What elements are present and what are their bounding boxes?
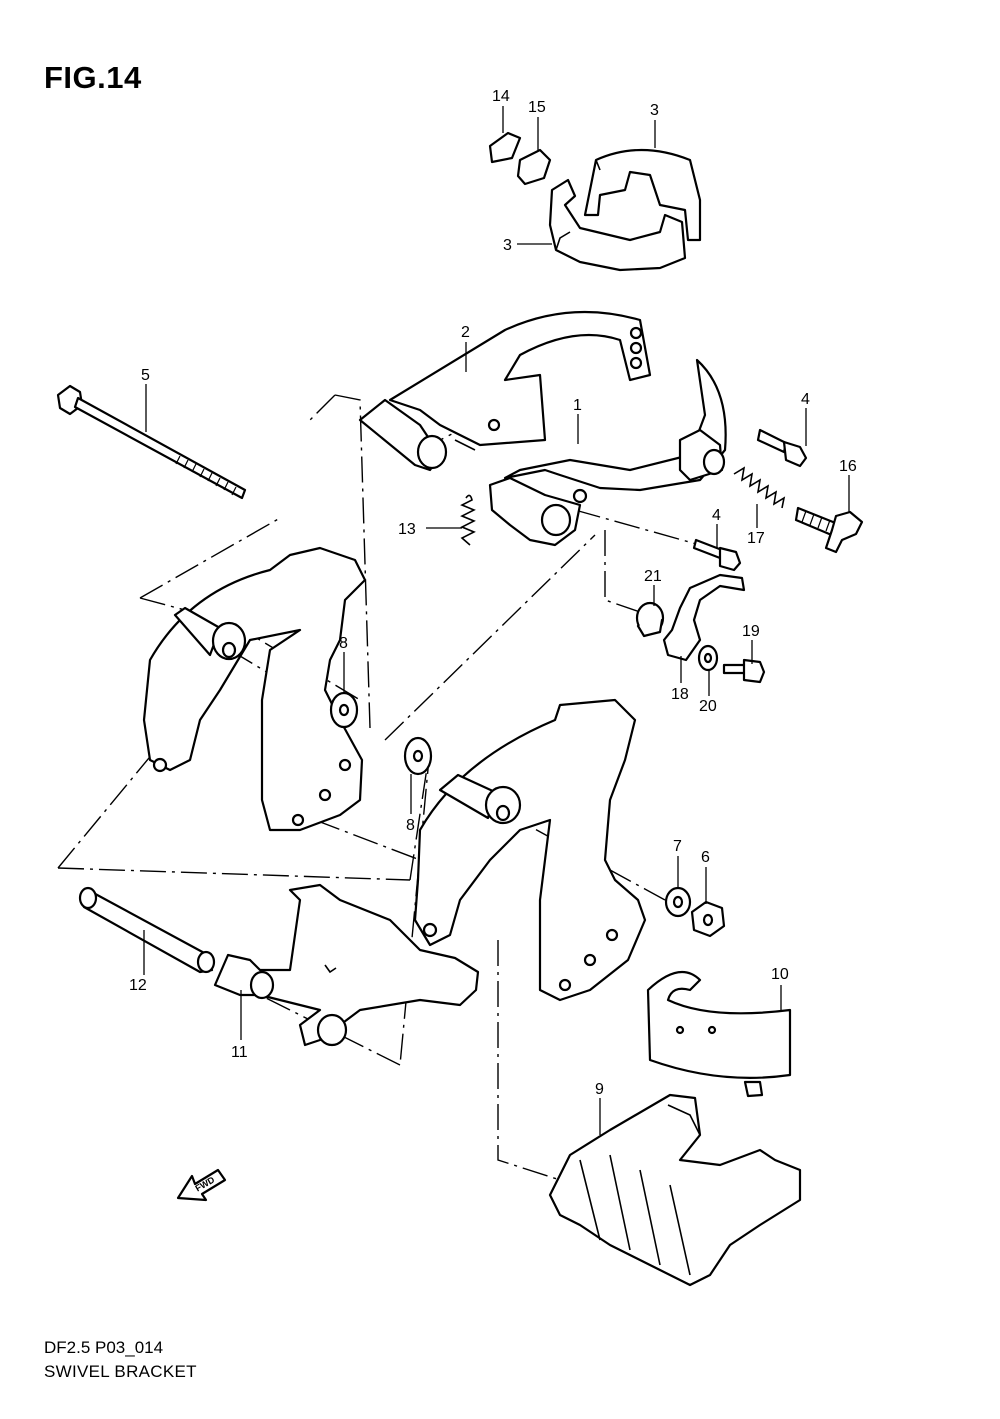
callout-6: 6	[701, 849, 710, 866]
part-20-washer	[697, 644, 719, 672]
callout-labels: 14 15 3 3 2 5 1 4 16 13 4 17 21 19 8 18 …	[129, 88, 857, 1098]
part-8-washer-left	[329, 691, 359, 729]
callout-4-upper: 4	[801, 391, 810, 408]
part-4-bolt-upper	[756, 428, 808, 468]
callout-20: 20	[699, 698, 717, 715]
right-clamp-bracket	[413, 698, 647, 1002]
part-18-lever	[662, 573, 746, 662]
left-clamp-bracket	[142, 546, 367, 832]
part-14-pad	[488, 131, 522, 164]
part-5-long-bolt	[56, 384, 247, 500]
part-16-wing-bolt	[794, 506, 864, 554]
leader-lines	[143, 106, 850, 1135]
callout-16: 16	[839, 458, 857, 475]
callout-2: 2	[461, 324, 470, 341]
fwd-arrow-icon: FWD	[176, 1168, 227, 1202]
part-1-steering-bracket	[488, 358, 727, 547]
callout-9: 9	[595, 1081, 604, 1098]
callout-7: 7	[673, 838, 682, 855]
part-10-cover	[646, 970, 792, 1098]
part-3-clamp-liner	[548, 148, 702, 272]
figure-caption: SWIVEL BRACKET	[44, 1362, 197, 1381]
callout-3-top: 3	[650, 102, 659, 119]
callout-21: 21	[644, 568, 662, 585]
callout-19: 19	[742, 623, 760, 640]
part-15-pad	[516, 148, 552, 186]
drawing-code: DF2.5 P03_014	[44, 1338, 164, 1357]
callout-15: 15	[528, 99, 546, 116]
callout-5: 5	[141, 367, 150, 384]
callout-1: 1	[573, 397, 582, 414]
part-8-washer-right	[403, 736, 433, 776]
part-4-bolt-lower	[692, 538, 742, 572]
part-6-nut	[690, 900, 726, 938]
part-7-washer	[664, 886, 692, 918]
assembly-lines	[57, 394, 701, 1181]
callout-17: 17	[747, 530, 765, 547]
figure-title: FIG.14	[44, 60, 142, 95]
part-19-bolt	[722, 658, 766, 684]
part-2-upper-bracket	[358, 310, 652, 472]
part-9-clamp-base	[548, 1093, 802, 1287]
callout-8-right: 8	[406, 817, 415, 834]
callout-13: 13	[398, 521, 416, 538]
callout-10: 10	[771, 966, 789, 983]
part-13-spring	[460, 494, 476, 546]
callout-11: 11	[231, 1044, 248, 1061]
part-17-spring	[733, 466, 786, 509]
callout-4-lower: 4	[712, 507, 721, 524]
callout-12: 12	[129, 977, 147, 994]
part-21-bushing	[635, 601, 665, 638]
part-12-pin	[78, 886, 216, 974]
callout-3-left: 3	[503, 237, 512, 254]
callout-8-left: 8	[339, 635, 348, 652]
callout-14: 14	[492, 88, 510, 105]
part-11-stopper	[213, 883, 480, 1047]
callout-18: 18	[671, 686, 689, 703]
